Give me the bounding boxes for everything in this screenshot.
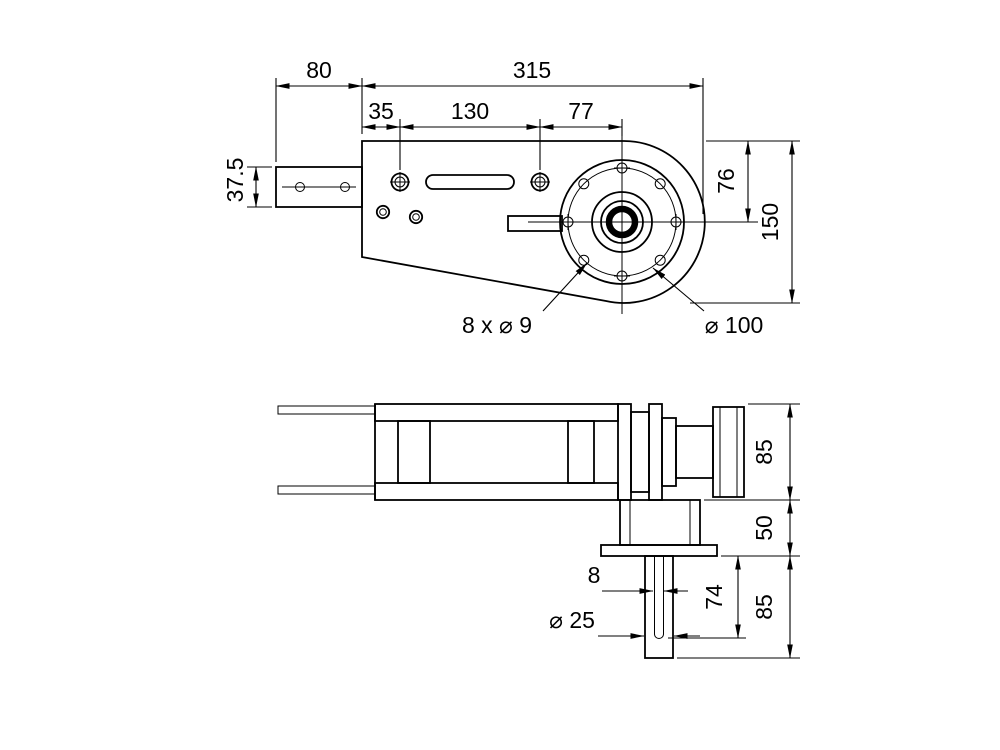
flange <box>600 544 718 557</box>
stack-hub <box>675 425 714 479</box>
dim-150-label: 150 <box>757 203 783 241</box>
plate-outline <box>361 140 706 304</box>
dim-74-label: 74 <box>701 584 727 610</box>
slot <box>425 174 515 190</box>
dim-315-label: 315 <box>513 57 551 83</box>
small-hole-2-outer <box>408 209 424 225</box>
dim-130-label: 130 <box>451 98 489 124</box>
small-hole-1-inner <box>379 208 387 216</box>
shaft <box>644 555 674 659</box>
top-view: 80 315 35 130 77 37.5 76 150 8 x ⌀ 9 ⌀ 1… <box>222 57 800 338</box>
bolt-circle-label: ⌀ 100 <box>705 312 764 338</box>
arm-bar-bottom <box>277 485 376 495</box>
bottom-plate <box>374 482 619 501</box>
shaft-slot <box>654 556 664 639</box>
dim-35-label: 35 <box>368 98 394 124</box>
arm-bar-top <box>277 405 376 415</box>
stack-disc-2 <box>712 406 745 498</box>
arm-hole-left <box>295 182 305 192</box>
stack-plate-1 <box>617 403 632 501</box>
bolt-hole <box>578 178 590 190</box>
small-hole-2-inner <box>412 213 420 221</box>
bolt-hole <box>654 254 666 266</box>
bolt-holes-label: 8 x ⌀ 9 <box>462 312 532 338</box>
tab-pocket <box>507 215 563 232</box>
stack-plate-2 <box>648 403 663 501</box>
shaft-dia-label: ⌀ 25 <box>549 607 595 633</box>
top-view-part-geometry <box>275 130 716 314</box>
lower-boss <box>619 499 701 546</box>
spacer-left <box>397 420 431 484</box>
dim-50-label: 50 <box>751 515 777 541</box>
arm-hole-right <box>340 182 350 192</box>
dim-77-label: 77 <box>568 98 594 124</box>
spacer-right <box>567 420 595 484</box>
dim-37-5-label: 37.5 <box>222 158 248 203</box>
bolt-hole <box>654 178 666 190</box>
mounting-arm <box>275 166 363 208</box>
side-view-part-geometry <box>277 403 745 659</box>
leader-bolt-circle <box>652 267 705 312</box>
side-view: 85 50 85 74 8 ⌀ 25 <box>277 403 800 659</box>
dim-85-lower-label: 85 <box>751 594 777 620</box>
dim-80-label: 80 <box>306 57 332 83</box>
bolt-holes <box>560 160 684 284</box>
dim-76-label: 76 <box>713 168 739 194</box>
small-hole-1-outer <box>375 204 391 220</box>
top-view-dimensions: 80 315 35 130 77 37.5 76 150 8 x ⌀ 9 ⌀ 1… <box>222 57 800 338</box>
leader-bolt-holes <box>542 262 588 312</box>
dim-85-upper-label: 85 <box>751 439 777 465</box>
side-view-dimensions: 85 50 85 74 8 ⌀ 25 <box>549 403 800 659</box>
stack-disc-1 <box>630 411 650 493</box>
top-plate <box>374 403 619 422</box>
dim-8-label: 8 <box>588 562 601 588</box>
stack-spacer <box>661 417 677 487</box>
